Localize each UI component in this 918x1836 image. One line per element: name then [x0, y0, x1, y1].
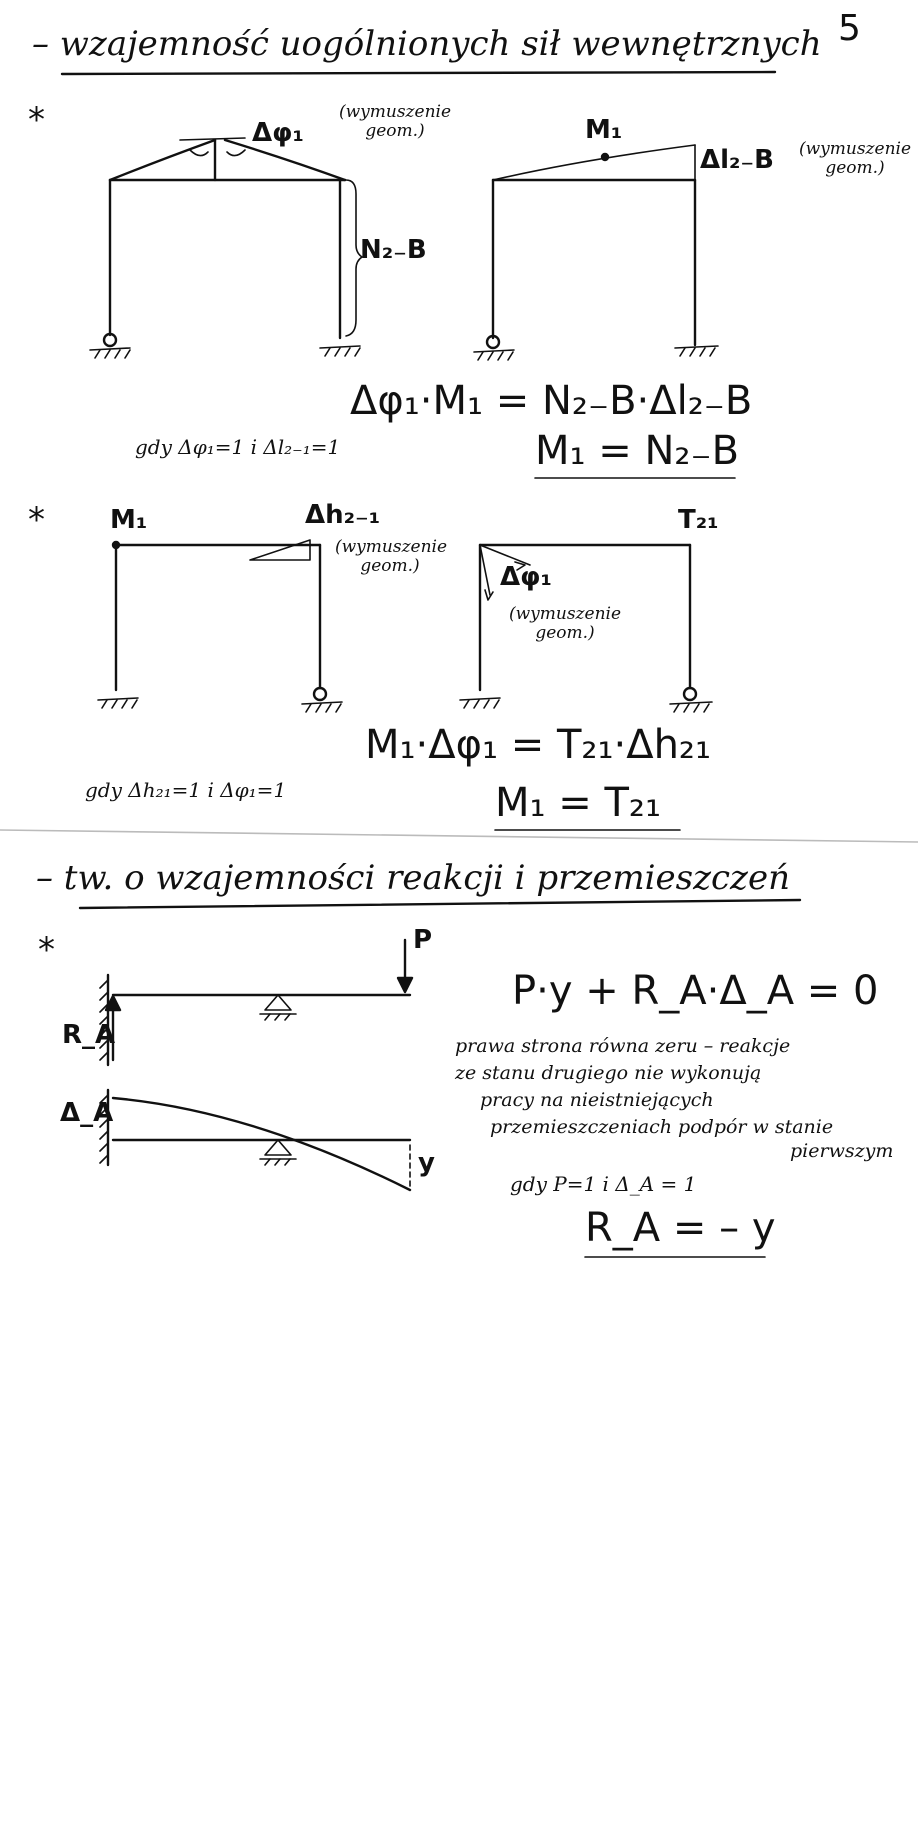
explanation-line-3: pracy na nieistniejących	[480, 1089, 714, 1111]
beam-e	[99, 938, 414, 1067]
delta-h-label-c: Δh₂₋₁	[305, 500, 381, 530]
explanation-line-2: ze stanu drugiego nie wykonują	[455, 1062, 762, 1084]
frame-a	[89, 137, 363, 359]
m-label-c: M₁	[110, 505, 148, 535]
note-a: (wymuszenie geom.)	[338, 102, 452, 141]
explanation-line-4: przemieszczeniach podpór w stanie	[490, 1116, 834, 1138]
note-d: (wymuszenie geom.)	[508, 604, 622, 643]
condition-2: gdy Δh₂₁=1 i Δφ₁=1	[85, 778, 287, 802]
equation-2: M₁·Δφ₁ = T₂₁·Δh₂₁	[365, 722, 711, 768]
condition-3: gdy P=1 i Δ_A = 1	[510, 1172, 697, 1196]
delta-phi-label-a: Δφ₁	[252, 118, 304, 148]
note-b: (wymuszenie geom.)	[798, 139, 912, 178]
result-3: R_A = – y	[585, 1205, 776, 1251]
explanation-line-1: prawa strona równa zeru – reakcje	[455, 1035, 791, 1057]
delta-l-label-b: Δl₂₋B	[700, 145, 774, 175]
frame-d	[459, 543, 713, 713]
equation-1: Δφ₁·M₁ = N₂₋B·Δl₂₋B	[350, 378, 753, 424]
equation-3: P·y + R_A·Δ_A = 0	[512, 968, 879, 1014]
section-separator	[0, 829, 918, 843]
frame-b	[473, 144, 719, 361]
n-label-a: N₂₋B	[360, 235, 427, 265]
section-1-title: – wzajemność uogólnionych sił wewnętrzny…	[32, 24, 822, 64]
section-3-star: *	[38, 930, 55, 970]
delta-a-label: Δ_A	[60, 1098, 114, 1128]
note-c: (wymuszenie geom.)	[335, 537, 448, 576]
title-1-underline	[60, 70, 777, 76]
section-3-title: – tw. o wzajemności reakcji i przemieszc…	[36, 858, 790, 898]
page-number: 5	[838, 8, 861, 49]
section-1-star: *	[28, 100, 45, 140]
m-label-b: M₁	[585, 115, 623, 145]
t-label-d: T₂₁	[678, 505, 719, 535]
beam-f	[99, 1088, 412, 1192]
section-2-star: *	[28, 500, 45, 540]
p-label: P	[413, 925, 433, 955]
frame-c	[97, 539, 343, 713]
condition-1: gdy Δφ₁=1 i Δl₂₋₁=1	[135, 435, 341, 459]
delta-phi-label-d: Δφ₁	[500, 562, 552, 592]
title-3-underline	[78, 898, 802, 910]
explanation-line-5: pierwszym	[790, 1140, 894, 1162]
result-1: M₁ = N₂₋B	[535, 428, 740, 474]
ra-label: R_A	[62, 1020, 116, 1050]
result-2: M₁ = T₂₁	[495, 780, 661, 826]
y-label: y	[418, 1148, 435, 1178]
